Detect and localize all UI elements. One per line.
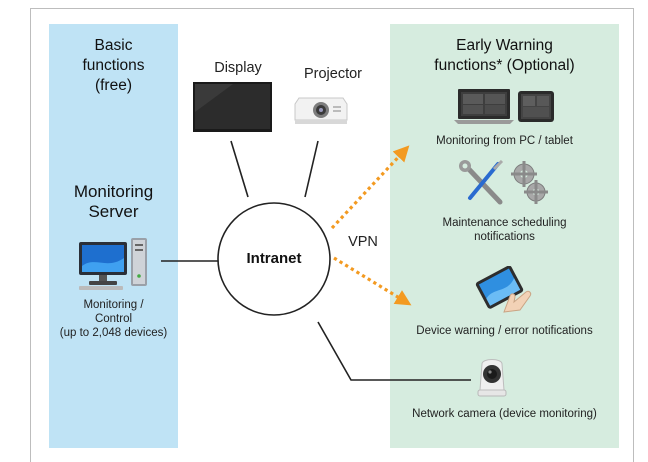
flat-panel-display-icon — [193, 82, 272, 132]
vpn-arrow-lower — [333, 256, 412, 306]
intranet-label: Intranet — [246, 250, 302, 267]
diagram-frame — [30, 8, 634, 462]
camera-caption: Network camera (device monitoring) — [412, 408, 597, 420]
server-caption-line-3: (up to 2,048 devices) — [59, 327, 168, 339]
projector-label: Projector — [303, 66, 363, 82]
vpn-arrow-upper — [330, 145, 410, 230]
laptop-tablet-icon — [454, 89, 554, 124]
basic-title-line-1: Basic — [94, 37, 133, 54]
pc-tablet-caption: Monitoring from PC / tablet — [436, 135, 573, 147]
server-caption-line-1: Monitoring / — [83, 299, 144, 311]
basic-functions-panel — [49, 24, 178, 448]
basic-title-line-2: functions — [82, 57, 145, 74]
display-link — [230, 140, 249, 198]
early-warning-title-line-2: functions* (Optional) — [434, 57, 575, 74]
maintenance-caption-line-1: Maintenance scheduling — [442, 217, 567, 229]
intranet-hub — [217, 202, 331, 316]
camera-link — [317, 321, 471, 381]
server-caption-line-2: Control — [94, 313, 133, 325]
maintenance-caption-line-2: notifications — [474, 231, 535, 243]
tablet-touch-icon — [475, 266, 532, 313]
tools-gears-icon — [459, 160, 548, 205]
server-title-line-1: Monitoring — [73, 182, 154, 201]
display-label: Display — [214, 60, 262, 76]
desktop-pc-icon — [79, 238, 147, 290]
projector-icon — [294, 97, 348, 124]
server-title-line-2: Server — [88, 202, 139, 221]
vpn-label: VPN — [348, 234, 378, 250]
projector-link — [304, 140, 319, 198]
basic-title-line-3: (free) — [94, 77, 133, 94]
early-warning-title-line-1: Early Warning — [456, 37, 553, 54]
ptz-camera-icon — [477, 359, 507, 397]
warning-caption: Device warning / error notifications — [416, 325, 593, 337]
